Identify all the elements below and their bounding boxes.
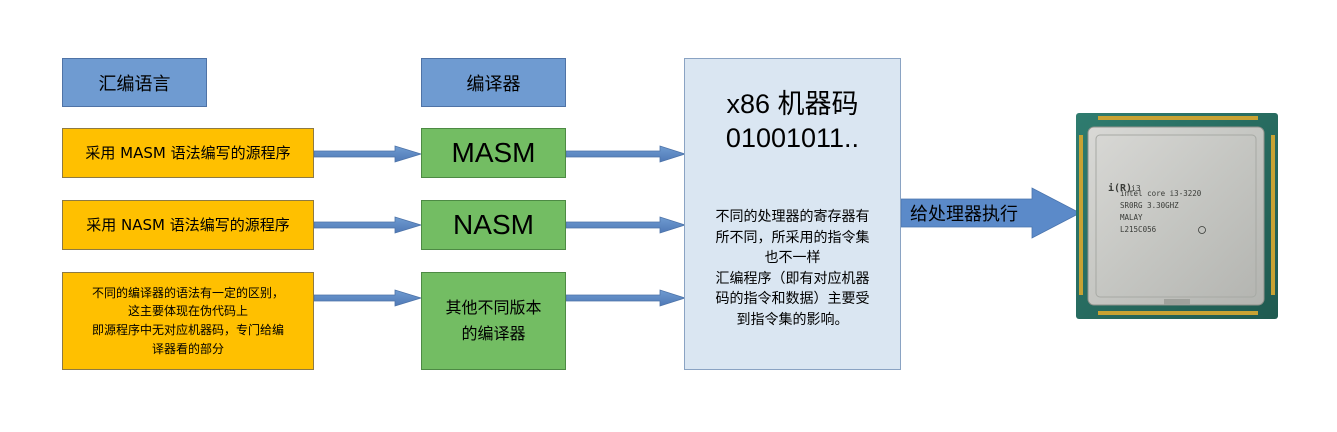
source-masm-text: 采用 MASM 语法编写的源程序 xyxy=(85,143,291,162)
source-other-line: 这主要体现在伪代码上 xyxy=(127,304,248,319)
arrow-machine-to-cpu xyxy=(900,187,1081,239)
cpu-text-line2: SR0RG 3.30GHZ xyxy=(1120,201,1179,210)
arrow-masm-source-to-compiler xyxy=(313,145,423,163)
cpu-text-line3: MALAY xyxy=(1120,213,1143,222)
compiler-nasm: NASM xyxy=(421,200,566,250)
compiler-other-line: 的编译器 xyxy=(461,324,526,343)
header-compiler: 编译器 xyxy=(421,58,566,107)
arrow-nasm-source-to-compiler xyxy=(313,216,423,234)
compiler-nasm-text: NASM xyxy=(453,209,534,240)
machine-note-line: 码的指令和数据）主要受 xyxy=(715,291,870,307)
machine-note-line: 也不一样 xyxy=(764,250,821,266)
header-assembly-language: 汇编语言 xyxy=(62,58,207,107)
compiler-masm-text: MASM xyxy=(451,137,536,168)
arrow-nasm-compiler-to-machine xyxy=(565,216,687,234)
header-assembly-language-text: 汇编语言 xyxy=(98,73,171,95)
machine-code-title: x86 机器码 01001011.. xyxy=(685,87,900,155)
cpu-text-line4: L215C056 xyxy=(1120,225,1157,234)
cpu-text-line1: intel core i3-3220 xyxy=(1120,189,1202,198)
compiler-other: 其他不同版本 的编译器 xyxy=(421,272,566,370)
arrow-other-source-to-compiler xyxy=(313,289,423,307)
cpu-logo: i(R) xyxy=(1108,182,1132,194)
source-other-line: 即源程序中无对应机器码，专门给编 xyxy=(91,323,284,337)
machine-code-title-line: x86 机器码 xyxy=(726,89,859,119)
machine-note-line: 到指令集的影响。 xyxy=(736,311,849,328)
source-other-line: 不同的编译器的语法有一定的区别， xyxy=(91,285,284,300)
source-other-compilers: 不同的编译器的语法有一定的区别， 这主要体现在伪代码上 即源程序中无对应机器码，… xyxy=(62,272,314,370)
source-nasm-text: 采用 NASM 语法编写的源程序 xyxy=(86,215,290,234)
cpu-chip-image: i(R) i3 intel core i3-3220 SR0RG 3.30GHZ… xyxy=(1076,113,1278,319)
source-other-line: 译器看的部分 xyxy=(151,341,224,356)
machine-code-binary: 01001011.. xyxy=(725,123,860,153)
svg-text:i3: i3 xyxy=(1131,184,1141,193)
execute-on-processor-label: 给处理器执行 xyxy=(910,204,1018,225)
machine-code-note: 不同的处理器的寄存器有 所不同，所采用的指令集 也不一样 汇编程序（即有对应机器… xyxy=(691,207,894,330)
machine-code-box: x86 机器码 01001011.. 不同的处理器的寄存器有 所不同，所采用的指… xyxy=(684,58,901,370)
machine-note-line: 汇编程序（即有对应机器 xyxy=(715,270,870,287)
compiler-other-line: 其他不同版本 xyxy=(445,298,542,318)
arrow-other-compiler-to-machine xyxy=(565,289,687,307)
compiler-masm: MASM xyxy=(421,128,566,178)
source-nasm: 采用 NASM 语法编写的源程序 xyxy=(62,200,314,250)
machine-note-line: 不同的处理器的寄存器有 xyxy=(715,209,870,225)
arrow-masm-compiler-to-machine xyxy=(565,145,687,163)
header-compiler-text: 编译器 xyxy=(466,73,521,95)
cpu-e3-mark xyxy=(1198,226,1206,234)
source-masm: 采用 MASM 语法编写的源程序 xyxy=(62,128,314,178)
cpu-heat-spreader xyxy=(1087,126,1265,306)
cpu-gold-contacts xyxy=(1079,116,1275,315)
machine-note-line: 所不同，所采用的指令集 xyxy=(715,229,870,246)
